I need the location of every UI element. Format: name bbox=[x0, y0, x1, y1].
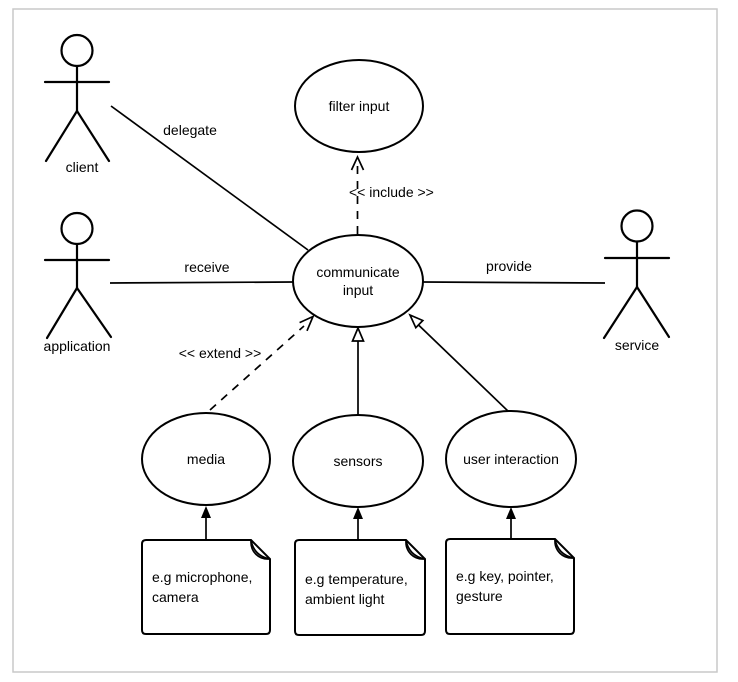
extend-edge bbox=[209, 325, 305, 411]
include-label: << include >> bbox=[349, 184, 434, 200]
actor-application-label: application bbox=[44, 338, 111, 354]
note-media: e.g microphone, camera bbox=[141, 539, 271, 635]
associations: delegate receive provide << include >> <… bbox=[109, 105, 606, 415]
note-media-line1: e.g microphone, bbox=[152, 569, 252, 585]
actor-application: application bbox=[44, 211, 113, 354]
association-provide bbox=[422, 281, 606, 284]
note-arrowhead-icon bbox=[201, 506, 211, 518]
extend-label: << extend >> bbox=[179, 345, 262, 361]
note-user-interaction-line2: gesture bbox=[456, 588, 503, 604]
association-delegate-label: delegate bbox=[163, 122, 217, 138]
include-arrowhead-icon bbox=[350, 154, 365, 171]
use-case-communicate-input: communicate input bbox=[292, 234, 424, 328]
note-sensors-line2: ambient light bbox=[305, 591, 384, 607]
use-case-filter-input-label: filter input bbox=[329, 98, 390, 114]
interaction-arrowhead-icon bbox=[408, 313, 425, 330]
use-case-user-interaction: user interaction bbox=[445, 410, 577, 508]
use-case-filter-input: filter input bbox=[294, 59, 424, 153]
use-case-media-label: media bbox=[187, 451, 225, 467]
note-media-line2: camera bbox=[152, 589, 199, 605]
note-user-interaction: e.g key, pointer, gesture bbox=[445, 538, 575, 635]
actor-service: service bbox=[602, 209, 671, 353]
note-fold-corner-icon bbox=[405, 539, 426, 560]
actor-client-label: client bbox=[66, 159, 99, 175]
note-arrowhead-icon bbox=[353, 507, 363, 519]
note-sensors: e.g temperature, ambient light bbox=[294, 539, 426, 636]
note-arrowhead-icon bbox=[506, 507, 516, 519]
use-case-communicate-input-label-line1: communicate bbox=[316, 264, 399, 280]
note-user-interaction-line1: e.g key, pointer, bbox=[456, 568, 554, 584]
interaction-edge bbox=[417, 323, 510, 413]
note-fold-corner-icon bbox=[554, 538, 575, 559]
association-delegate bbox=[110, 105, 309, 251]
extend-arrowhead-icon bbox=[299, 314, 315, 332]
use-case-user-interaction-label: user interaction bbox=[463, 451, 559, 467]
sensors-arrowhead-icon bbox=[351, 325, 365, 342]
association-receive bbox=[109, 281, 294, 284]
use-case-sensors-label: sensors bbox=[333, 453, 382, 469]
note-connectors bbox=[201, 506, 516, 540]
use-case-media: media bbox=[141, 412, 271, 506]
note-fold-corner-icon bbox=[250, 539, 271, 560]
actor-service-label: service bbox=[615, 337, 660, 353]
actor-client: client bbox=[43, 33, 111, 175]
use-case-sensors: sensors bbox=[292, 414, 424, 508]
use-case-communicate-input-label-line2: input bbox=[343, 282, 373, 298]
association-provide-label: provide bbox=[486, 258, 532, 274]
association-receive-label: receive bbox=[184, 259, 229, 275]
note-sensors-line1: e.g temperature, bbox=[305, 571, 408, 587]
